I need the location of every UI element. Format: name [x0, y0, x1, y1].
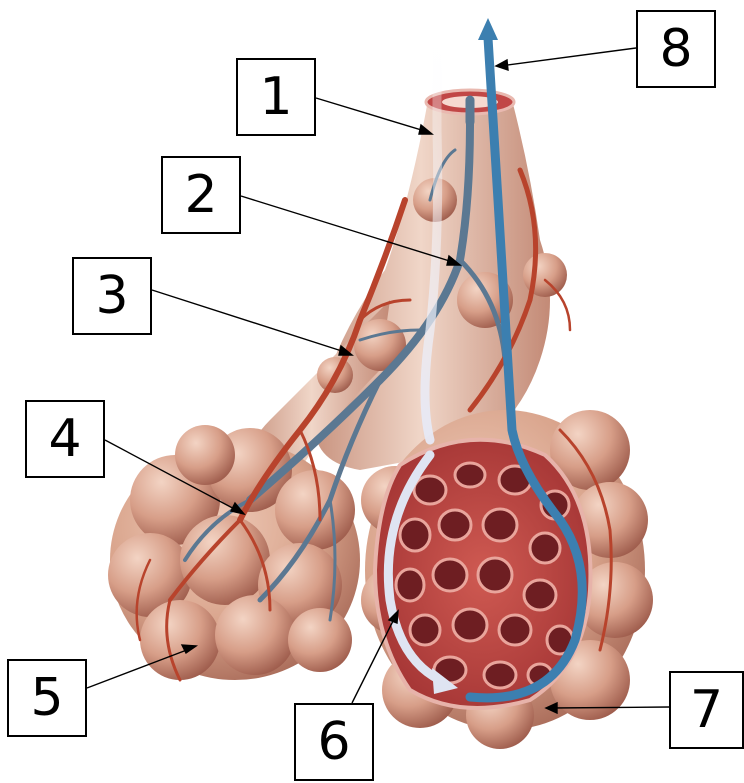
left-alveolar-sac — [108, 425, 360, 680]
label-4: 4 — [25, 400, 105, 478]
label-6: 6 — [294, 703, 374, 781]
label-7: 7 — [669, 671, 744, 749]
label-5: 5 — [7, 659, 87, 737]
arrow-up-icon — [478, 18, 498, 40]
label-1: 1 — [236, 58, 316, 136]
label-3: 3 — [72, 257, 152, 335]
label-2: 2 — [161, 156, 241, 234]
label-8: 8 — [636, 10, 716, 88]
